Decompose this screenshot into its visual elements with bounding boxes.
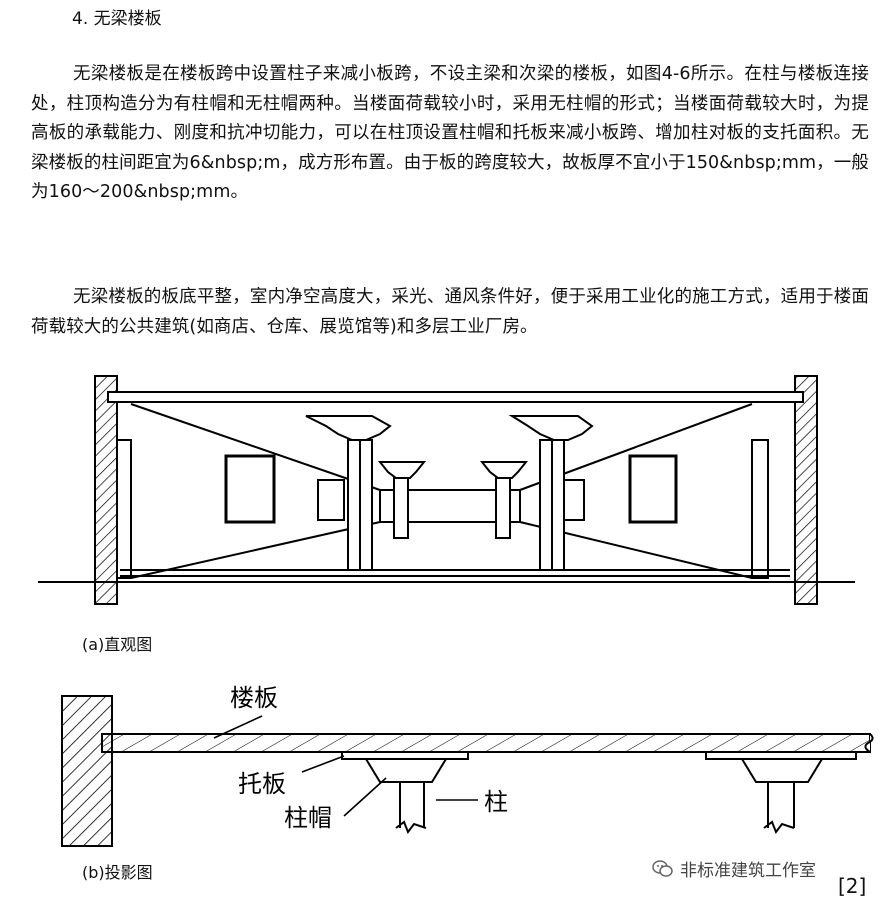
section-heading: 4. 无梁楼板 <box>72 9 162 29</box>
label-slab: 楼板 <box>230 684 278 712</box>
label-capital: 柱帽 <box>284 804 332 832</box>
figure-b-caption: (b)投影图 <box>82 863 153 882</box>
figure-a-perspective-drawing <box>38 375 855 605</box>
watermark: 非标准建筑工作室 <box>652 856 816 881</box>
paragraph-1: 无梁楼板是在楼板跨中设置柱子来减小板跨，不设主梁和次梁的楼板，如图4-6所示。在… <box>31 64 869 203</box>
wechat-icon <box>652 859 673 877</box>
paragraph-2: 无梁楼板的板底平整，室内净空高度大，采光、通风条件好，便于采用工业化的施工方式，… <box>31 287 869 337</box>
watermark-text: 非标准建筑工作室 <box>680 861 816 881</box>
reference-marker: [2] <box>838 874 867 898</box>
label-column: 柱 <box>484 788 508 816</box>
figure-b-section-drawing: 楼板 托板 柱帽 柱 <box>61 684 874 847</box>
figure-a-caption: (a)直观图 <box>82 635 153 654</box>
label-drop-panel: 托板 <box>238 770 286 798</box>
